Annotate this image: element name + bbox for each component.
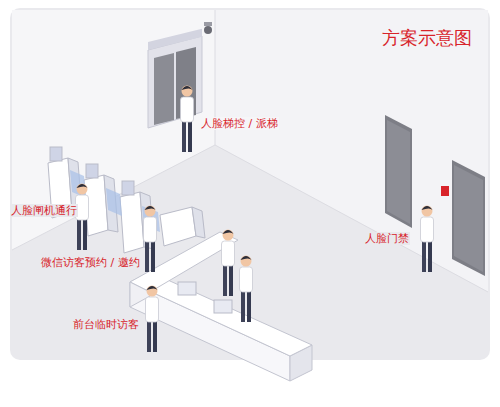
reception-desk <box>130 232 312 381</box>
diagram-title: 方案示意图 <box>381 27 473 49</box>
callout-label: 人脸门禁 <box>364 232 410 245</box>
callout-label: 前台临时访客 <box>72 318 140 331</box>
alarm-box <box>441 186 449 196</box>
monitor <box>178 282 196 295</box>
ground <box>10 8 490 360</box>
person <box>146 286 159 353</box>
callout-label: 人脸闸机通行 <box>10 204 78 217</box>
door <box>452 160 485 276</box>
person <box>240 256 253 323</box>
callout-label: 人脸梯控 / 派梯 <box>200 117 279 130</box>
person <box>144 206 157 273</box>
callout-label: 微信访客预约 / 邀约 <box>40 256 141 269</box>
turnstiles <box>48 147 205 253</box>
right-wall <box>215 10 488 292</box>
person <box>222 230 235 297</box>
person <box>421 206 434 273</box>
person <box>181 86 194 153</box>
monitor <box>214 300 232 313</box>
door <box>385 115 412 228</box>
